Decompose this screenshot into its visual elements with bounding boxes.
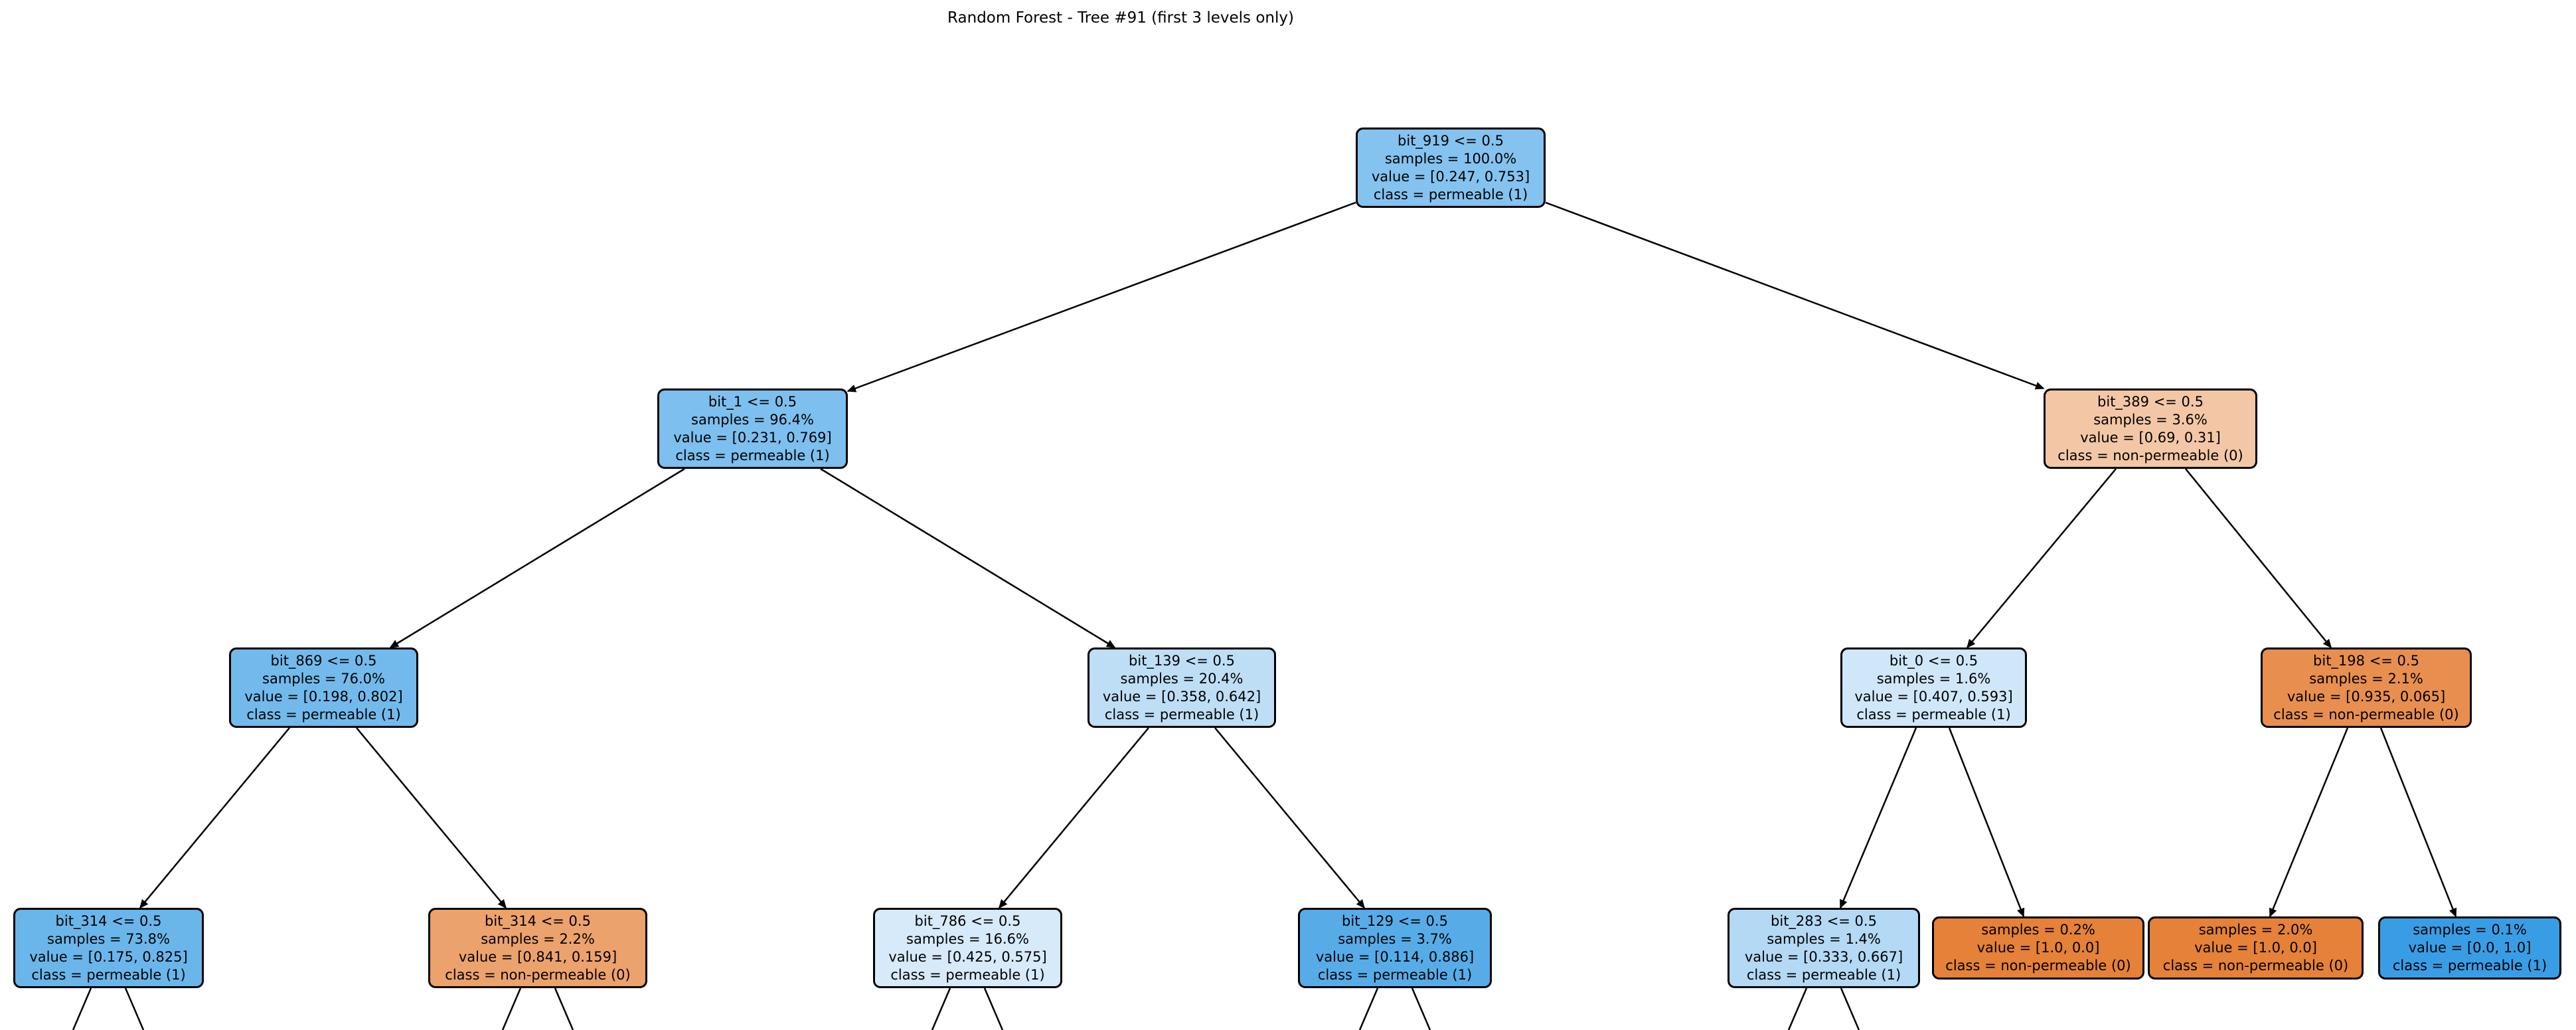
edge-stub [931, 987, 951, 1030]
node-value: value = [0.69, 0.31] [2080, 429, 2221, 446]
node-samples: samples = 20.4% [1120, 670, 1244, 687]
edge-bit0-to-leaf1 [1948, 727, 2025, 918]
node-condition: bit_786 <= 0.5 [914, 912, 1021, 929]
node-condition: bit_314 <= 0.5 [485, 912, 591, 929]
node-bit314-right: bit_314 <= 0.5 samples = 2.2% value = [0… [428, 908, 647, 988]
node-value: value = [0.935, 0.065] [2287, 688, 2446, 705]
node-class: class = permeable (1) [1856, 706, 2011, 723]
edge-bit869-to-bit314R [356, 727, 507, 909]
edge-stub [983, 987, 1004, 1030]
edge-stub [1787, 987, 1808, 1030]
edge-bit389-to-bit198 [2185, 468, 2332, 649]
node-value: value = [0.0, 1.0] [2408, 940, 2532, 956]
node-condition: bit_139 <= 0.5 [1129, 652, 1235, 669]
edge-stub [1840, 987, 1860, 1030]
node-class: class = permeable (1) [246, 706, 401, 723]
edge-stub [554, 987, 574, 1030]
edge-stub [1411, 987, 1431, 1030]
edge-bit1-to-bit139 [820, 468, 1116, 649]
node-bit786: bit_786 <= 0.5 samples = 16.6% value = [… [873, 908, 1062, 988]
node-samples: samples = 2.1% [2309, 670, 2423, 687]
node-samples: samples = 3.6% [2093, 411, 2208, 428]
node-class: class = permeable (1) [2392, 958, 2547, 974]
node-condition: bit_129 <= 0.5 [1342, 912, 1448, 929]
node-samples: samples = 0.2% [1981, 922, 2095, 938]
node-value: value = [0.425, 0.575] [888, 948, 1047, 965]
node-class: class = permeable (1) [1373, 186, 1528, 203]
node-condition: bit_389 <= 0.5 [2097, 393, 2204, 410]
node-bit0: bit_0 <= 0.5 samples = 1.6% value = [0.4… [1840, 647, 2027, 728]
node-class: class = permeable (1) [890, 966, 1045, 983]
node-bit1: bit_1 <= 0.5 samples = 96.4% value = [0.… [657, 388, 848, 469]
edge-bit139-to-bit786 [999, 727, 1149, 909]
leaf-node-non-permeable-1: samples = 0.2% value = [1.0, 0.0] class … [1932, 916, 2144, 980]
edge-bit198-to-leaf2 [2269, 727, 2349, 918]
node-value: value = [0.231, 0.769] [673, 429, 832, 446]
node-value: value = [0.333, 0.667] [1744, 948, 1903, 965]
node-class: class = non-permeable (0) [445, 966, 631, 983]
node-samples: samples = 3.7% [1338, 930, 1452, 947]
edge-stub [501, 987, 522, 1030]
node-samples: samples = 2.2% [481, 930, 595, 947]
edge-bit0-to-bit283 [1839, 727, 1917, 909]
node-bit198: bit_198 <= 0.5 samples = 2.1% value = [0… [2261, 647, 2472, 728]
node-class: class = non-permeable (0) [2273, 706, 2459, 723]
edge-bit869-to-bit314L [139, 727, 290, 909]
node-value: value = [1.0, 0.0] [1976, 940, 2100, 956]
node-class: class = permeable (1) [1104, 706, 1259, 723]
node-condition: bit_869 <= 0.5 [270, 652, 377, 669]
edge-bit1-to-bit869 [389, 468, 685, 649]
node-samples: samples = 16.6% [906, 930, 1029, 947]
edge-root-to-bit389 [1545, 201, 2045, 390]
node-bit129: bit_129 <= 0.5 samples = 3.7% value = [0… [1298, 908, 1492, 988]
node-value: value = [0.247, 0.753] [1371, 168, 1530, 185]
chart-title: Random Forest - Tree #91 (first 3 levels… [947, 9, 1294, 27]
node-condition: bit_1 <= 0.5 [708, 393, 797, 410]
node-value: value = [0.358, 0.642] [1102, 688, 1261, 705]
node-condition: bit_0 <= 0.5 [1889, 652, 1978, 669]
node-condition: bit_919 <= 0.5 [1398, 132, 1504, 149]
node-samples: samples = 73.8% [47, 930, 170, 947]
node-samples: samples = 76.0% [262, 670, 385, 687]
leaf-node-permeable: samples = 0.1% value = [0.0, 1.0] class … [2378, 916, 2561, 980]
node-condition: bit_314 <= 0.5 [55, 912, 162, 929]
edge-stub [124, 987, 145, 1030]
node-class: class = non-permeable (0) [2162, 958, 2349, 974]
node-bit869: bit_869 <= 0.5 samples = 76.0% value = [… [229, 647, 418, 728]
node-bit919-root: bit_919 <= 0.5 samples = 100.0% value = … [1356, 128, 1546, 208]
node-value: value = [0.407, 0.593] [1854, 688, 2013, 705]
node-class: class = non-permeable (0) [2057, 447, 2243, 464]
node-value: value = [0.841, 0.159] [458, 948, 617, 965]
node-bit139: bit_139 <= 0.5 samples = 20.4% value = [… [1087, 647, 1276, 728]
node-condition: bit_283 <= 0.5 [1771, 912, 1877, 929]
node-condition: bit_198 <= 0.5 [2313, 652, 2419, 669]
node-class: class = permeable (1) [31, 966, 186, 983]
node-samples: samples = 1.4% [1767, 930, 1881, 947]
node-value: value = [1.0, 0.0] [2194, 940, 2317, 956]
edge-bit139-to-bit129 [1214, 727, 1365, 909]
edge-stub [72, 987, 92, 1030]
edge-stub [1358, 987, 1379, 1030]
edge-bit198-to-leaf3 [2379, 727, 2457, 918]
node-class: class = permeable (1) [675, 447, 830, 464]
node-samples: samples = 1.6% [1876, 670, 1991, 687]
node-samples: samples = 2.0% [2198, 922, 2313, 938]
leaf-node-non-permeable-2: samples = 2.0% value = [1.0, 0.0] class … [2148, 916, 2364, 980]
node-class: class = non-permeable (0) [1945, 958, 2131, 974]
node-value: value = [0.175, 0.825] [29, 948, 188, 965]
node-samples: samples = 100.0% [1384, 150, 1517, 167]
node-value: value = [0.114, 0.886] [1315, 948, 1475, 965]
node-class: class = permeable (1) [1317, 966, 1473, 983]
node-value: value = [0.198, 0.802] [244, 688, 403, 705]
node-samples: samples = 96.4% [691, 411, 814, 428]
node-bit389: bit_389 <= 0.5 samples = 3.6% value = [0… [2044, 388, 2257, 469]
node-bit283: bit_283 <= 0.5 samples = 1.4% value = [0… [1728, 908, 1920, 988]
edge-bit389-to-bit0 [1967, 468, 2117, 649]
node-class: class = permeable (1) [1746, 966, 1901, 983]
edge-root-to-bit1 [846, 201, 1356, 392]
node-samples: samples = 0.1% [2413, 922, 2527, 938]
node-bit314-left: bit_314 <= 0.5 samples = 73.8% value = [… [13, 908, 204, 988]
